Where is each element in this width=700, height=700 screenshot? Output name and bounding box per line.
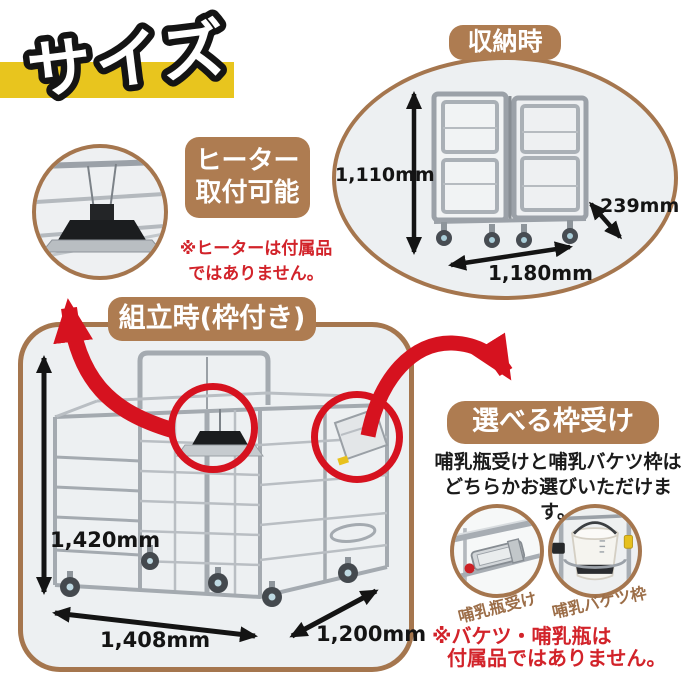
holder-section-label: 選べる枠受け (447, 401, 659, 444)
storage-state-label: 収納時 (449, 25, 561, 60)
heater-label-line2: 取付可能 (195, 177, 300, 208)
holder-section-label-text: 選べる枠受け (472, 406, 634, 438)
holder-note-line2: 付属品ではありません。 (447, 646, 667, 671)
holder-note: ※バケツ・哺乳瓶は 付属品ではありません。 (432, 625, 682, 670)
heater-label-text: ヒーター 取付可能 (195, 146, 299, 209)
folded-cart-image (431, 91, 589, 248)
storage-state-label-text: 収納時 (467, 27, 543, 57)
holder-description: 哺乳瓶受けと哺乳バケツ枠は どちらかお選びいただけます。 (428, 450, 688, 525)
bucket-frame-image (552, 511, 637, 594)
heater-lamp-image (36, 159, 164, 260)
assembled-state-label: 組立時(枠付き) (108, 297, 316, 341)
heater-detail-circle (32, 144, 168, 280)
page-title: サイズ (17, 5, 240, 116)
storage-width-value: 1,180mm (488, 261, 593, 285)
assembled-state-label-text: 組立時(枠付き) (118, 302, 306, 334)
title-banner (0, 62, 234, 98)
storage-depth-value: 239mm (600, 195, 680, 217)
page-title-text: サイズ (24, 12, 234, 110)
highlight-circle-frame-holder (311, 391, 403, 483)
bucket-frame-circle (548, 504, 642, 598)
storage-height-value: 1,110mm (335, 164, 435, 186)
assembled-height-value: 1,420mm (50, 528, 161, 552)
heater-note: ※ヒーターは付属品 ではありません。 (168, 237, 344, 286)
holder-description-line1: 哺乳瓶受けと哺乳バケツ枠は (434, 451, 682, 473)
bottle-holder-circle (450, 504, 544, 598)
heater-label-line1: ヒーター (195, 145, 300, 176)
holder-note-line1: ※バケツ・哺乳瓶は (432, 624, 612, 648)
highlight-circle-heater-mount (168, 383, 258, 473)
heater-note-line2: ではありません。 (188, 263, 324, 284)
assembled-width-value: 1,408mm (100, 628, 211, 652)
heater-note-line1: ※ヒーターは付属品 (179, 239, 333, 259)
assembled-depth-value: 1,200mm (316, 622, 427, 646)
bottle-holder-image (454, 516, 540, 594)
heater-label: ヒーター 取付可能 (185, 137, 310, 218)
